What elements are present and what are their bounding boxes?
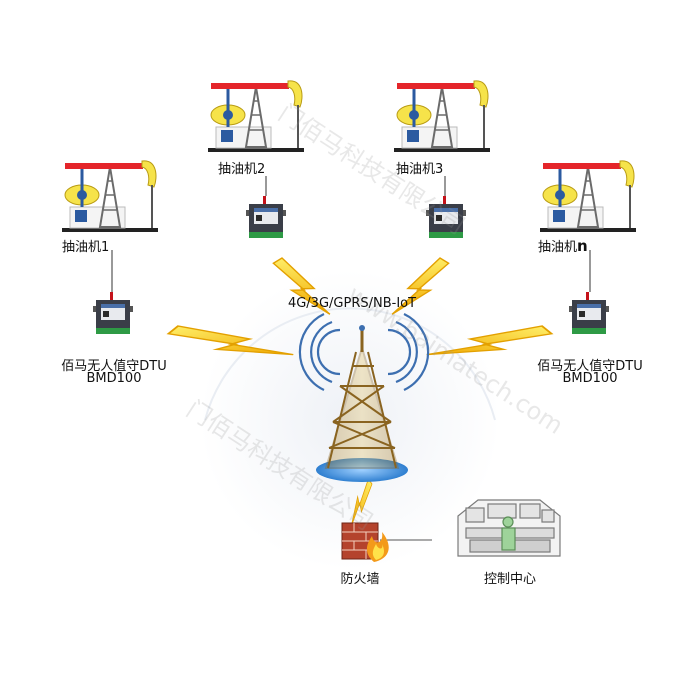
pump-label-3: 抽油机3	[396, 162, 444, 177]
pump-label-1: 抽油机1	[62, 240, 110, 255]
dtu-model-left: BMD100	[86, 371, 142, 386]
pump-label-n: 抽油机n	[538, 236, 588, 255]
pump-jack-1	[60, 159, 160, 234]
dtu-device-n	[569, 292, 609, 334]
dtu-device-2	[246, 196, 286, 238]
dtu-device-1	[93, 292, 133, 334]
transmission-tower	[324, 330, 400, 469]
firewall-icon	[341, 522, 389, 562]
dtu-name-right: 佰马无人值守DTU	[537, 359, 643, 374]
pump-jack-n	[538, 159, 638, 234]
pump-jack-3	[392, 79, 492, 154]
radio-waves	[298, 313, 430, 391]
firewall-label: 防火墙	[340, 572, 380, 587]
control-center-label: 控制中心	[483, 572, 537, 587]
dtu-name-left: 佰马无人值守DTU	[61, 359, 167, 374]
pump-label-n-suffix: n	[577, 237, 588, 255]
pump-label-2: 抽油机2	[218, 162, 266, 177]
network-label: 4G/3G/GPRS/NB-IoT	[287, 296, 417, 311]
pump-label-n-text: 抽油机	[538, 240, 578, 255]
dtu-model-right: BMD100	[562, 371, 618, 386]
control-center-icon	[457, 499, 561, 557]
